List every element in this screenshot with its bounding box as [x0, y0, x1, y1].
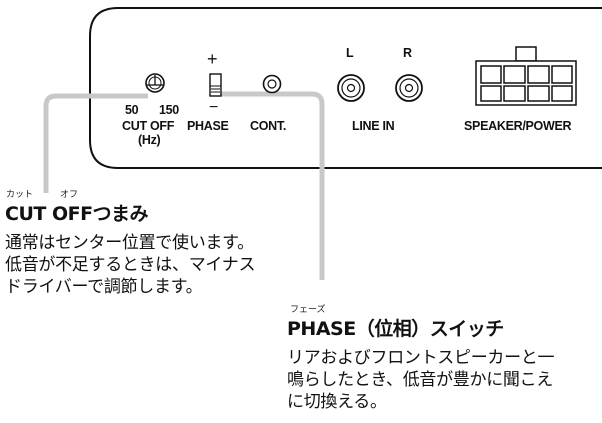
- cutoff-description-line: 通常はセンター位置で使います。: [5, 233, 254, 253]
- speaker-power-label: SPEAKER/POWER: [464, 119, 572, 133]
- cont-jack: [262, 74, 282, 94]
- phase-leader-line: [216, 91, 325, 280]
- phase-description-line: 鳴らしたとき、低音が豊かに聞こえ: [287, 370, 554, 390]
- cutoff-freq-150-label: 150: [159, 103, 179, 117]
- line-in-r-label: R: [403, 46, 412, 60]
- phase-ruby: フェーズ: [290, 305, 326, 315]
- phase-heading: PHASE（位相）スイッチ: [287, 318, 504, 340]
- phase-minus-label: −: [209, 99, 219, 116]
- cont-label: CONT.: [250, 119, 287, 133]
- cutoff-hz-label: (Hz): [138, 133, 161, 147]
- cutoff-leader-line: [43, 93, 148, 193]
- cutoff-ruby-katto: カット: [6, 190, 34, 200]
- phase-label: PHASE: [187, 119, 229, 133]
- cutoff-label: CUT OFF: [122, 119, 175, 133]
- line-in-r-jack: [395, 74, 423, 102]
- line-in-l-jack: [337, 74, 365, 102]
- phase-plus-label: +: [207, 49, 218, 69]
- rear-panel-outline: [89, 7, 602, 169]
- phase-description-line: に切換える。: [287, 392, 387, 412]
- cutoff-freq-50-label: 50: [125, 103, 139, 117]
- line-in-l-label: L: [346, 46, 354, 60]
- cutoff-heading: CUT OFFつまみ: [5, 203, 149, 225]
- cutoff-description: 通常はセンター位置で使います。 低音が不足するときは、マイナス ドライバーで調節…: [5, 232, 255, 298]
- phase-description-line: リアおよびフロントスピーカーと一: [287, 348, 555, 368]
- line-in-label: LINE IN: [352, 119, 395, 133]
- phase-description: リアおよびフロントスピーカーと一 鳴らしたとき、低音が豊かに聞こえ に切換える。: [287, 347, 555, 413]
- phase-switch: [209, 73, 222, 97]
- cutoff-ruby-ofu: オフ: [60, 190, 79, 200]
- cutoff-knob: [145, 73, 165, 93]
- speaker-power-connector: [475, 46, 577, 106]
- cutoff-description-line: ドライバーで調節します。: [5, 277, 203, 297]
- cutoff-description-line: 低音が不足するときは、マイナス: [5, 255, 256, 275]
